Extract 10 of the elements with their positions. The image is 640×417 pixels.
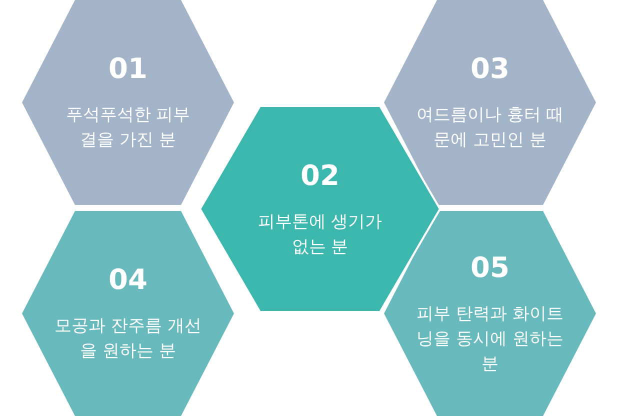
description-text: 피부 탄력과 화이트닝을 동시에 원하는 분: [416, 302, 564, 376]
description-text: 여드름이나 흉터 때문에 고민인 분: [416, 104, 564, 152]
description-text: 푸석푸석한 피부결을 가진 분: [64, 104, 192, 152]
step-number: 02: [300, 158, 340, 192]
step-number: 04: [108, 263, 148, 296]
step-number: 01: [108, 52, 148, 85]
description-text: 피부톤에 생기가 없는 분: [256, 210, 384, 258]
step-number: 05: [470, 250, 510, 284]
step-number: 03: [470, 52, 510, 85]
description-text: 모공과 잔주름 개선을 원하는 분: [54, 315, 202, 363]
